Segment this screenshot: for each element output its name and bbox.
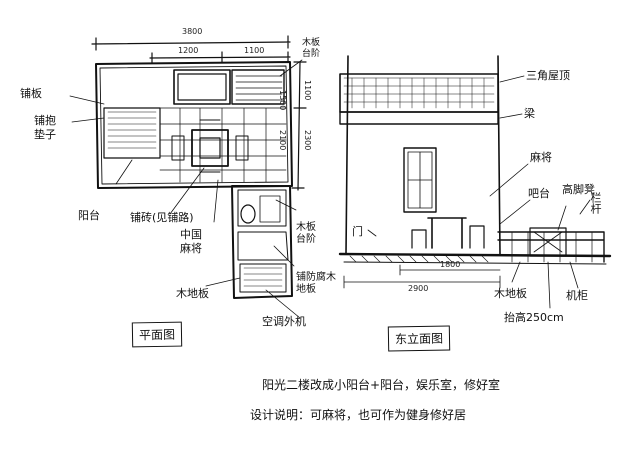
plan-label-paving: 铺砖(见铺路) [130, 211, 194, 224]
plan-label-wood-step: 木板 台阶 [296, 222, 316, 245]
plan-mahjong-table [191, 129, 229, 167]
plan-fixture [240, 204, 256, 224]
caption-line-1: 阳光二楼改成小阳台+阳台，娱乐室，修好室 [262, 378, 501, 392]
elev-railing [497, 231, 605, 263]
elev-label-door: 门 [352, 225, 363, 238]
plan-dim-right [291, 61, 307, 191]
plan-label-wood-board: 木地板 [176, 287, 209, 300]
plan-label-shelf-top: 木板 台阶 [302, 38, 321, 59]
elev-label-wood-floor: 木地板 [494, 287, 527, 300]
plan-top-room [173, 69, 231, 105]
plan-dim-total: 3800 [182, 27, 203, 36]
elev-ground [338, 252, 612, 258]
elev-dim-seg: 1800 [440, 260, 461, 269]
elev-label-bar-chair: 高脚凳 [562, 183, 595, 196]
plan-paving-grid [159, 107, 287, 183]
elevation-title: 东立面图 [387, 325, 451, 352]
plan-dim-side-a: 1100 [303, 80, 312, 101]
caption-line-2: 设计说明：可麻将，也可作为健身修好居 [250, 408, 467, 422]
plan-label-mat: 铺抱 垫子 [34, 114, 56, 142]
elev-table [427, 217, 467, 249]
elev-label-mahjong: 麻将 [530, 151, 552, 164]
elev-dim-bottom [343, 264, 501, 289]
plan-lower-extension [231, 185, 293, 299]
elev-beam [339, 111, 499, 125]
elevation-view [338, 55, 612, 309]
elev-roof [339, 73, 499, 113]
elev-label-railing: 栏杆 [589, 192, 602, 214]
plan-mat [103, 107, 161, 159]
plan-outer-wall [95, 61, 293, 189]
plan-title: 平面图 [131, 321, 183, 348]
plan-dim-seg-a: 1200 [178, 46, 199, 55]
plan-dim-side-d: 2100 [278, 130, 287, 151]
plan-view [69, 35, 307, 319]
plan-label-outdoor-floor: 铺防腐木 地板 [296, 272, 336, 295]
plan-dim-top [91, 35, 291, 51]
plan-dim-seg-b: 1100 [244, 46, 265, 55]
plan-dim-side-b: 2300 [303, 130, 312, 151]
elev-label-roof: 三角屋顶 [526, 69, 570, 82]
plan-dim-side-c: 1500 [278, 90, 287, 111]
elev-label-bar: 吧台 [528, 187, 550, 200]
plan-label-balcony: 阳台 [78, 209, 100, 222]
plan-label-mahjong: 中国 麻将 [180, 228, 202, 256]
elev-label-raise: 抬高250cm [504, 311, 564, 324]
elev-window [403, 147, 437, 213]
plan-label-ac: 空调外机 [262, 315, 306, 328]
elev-label-cabinet: 机柜 [566, 289, 588, 302]
elev-dim-total: 2900 [408, 284, 429, 293]
plan-label-board: 铺板 [20, 87, 42, 100]
elev-label-beam: 梁 [524, 107, 535, 120]
plan-dim-top2 [149, 51, 291, 64]
